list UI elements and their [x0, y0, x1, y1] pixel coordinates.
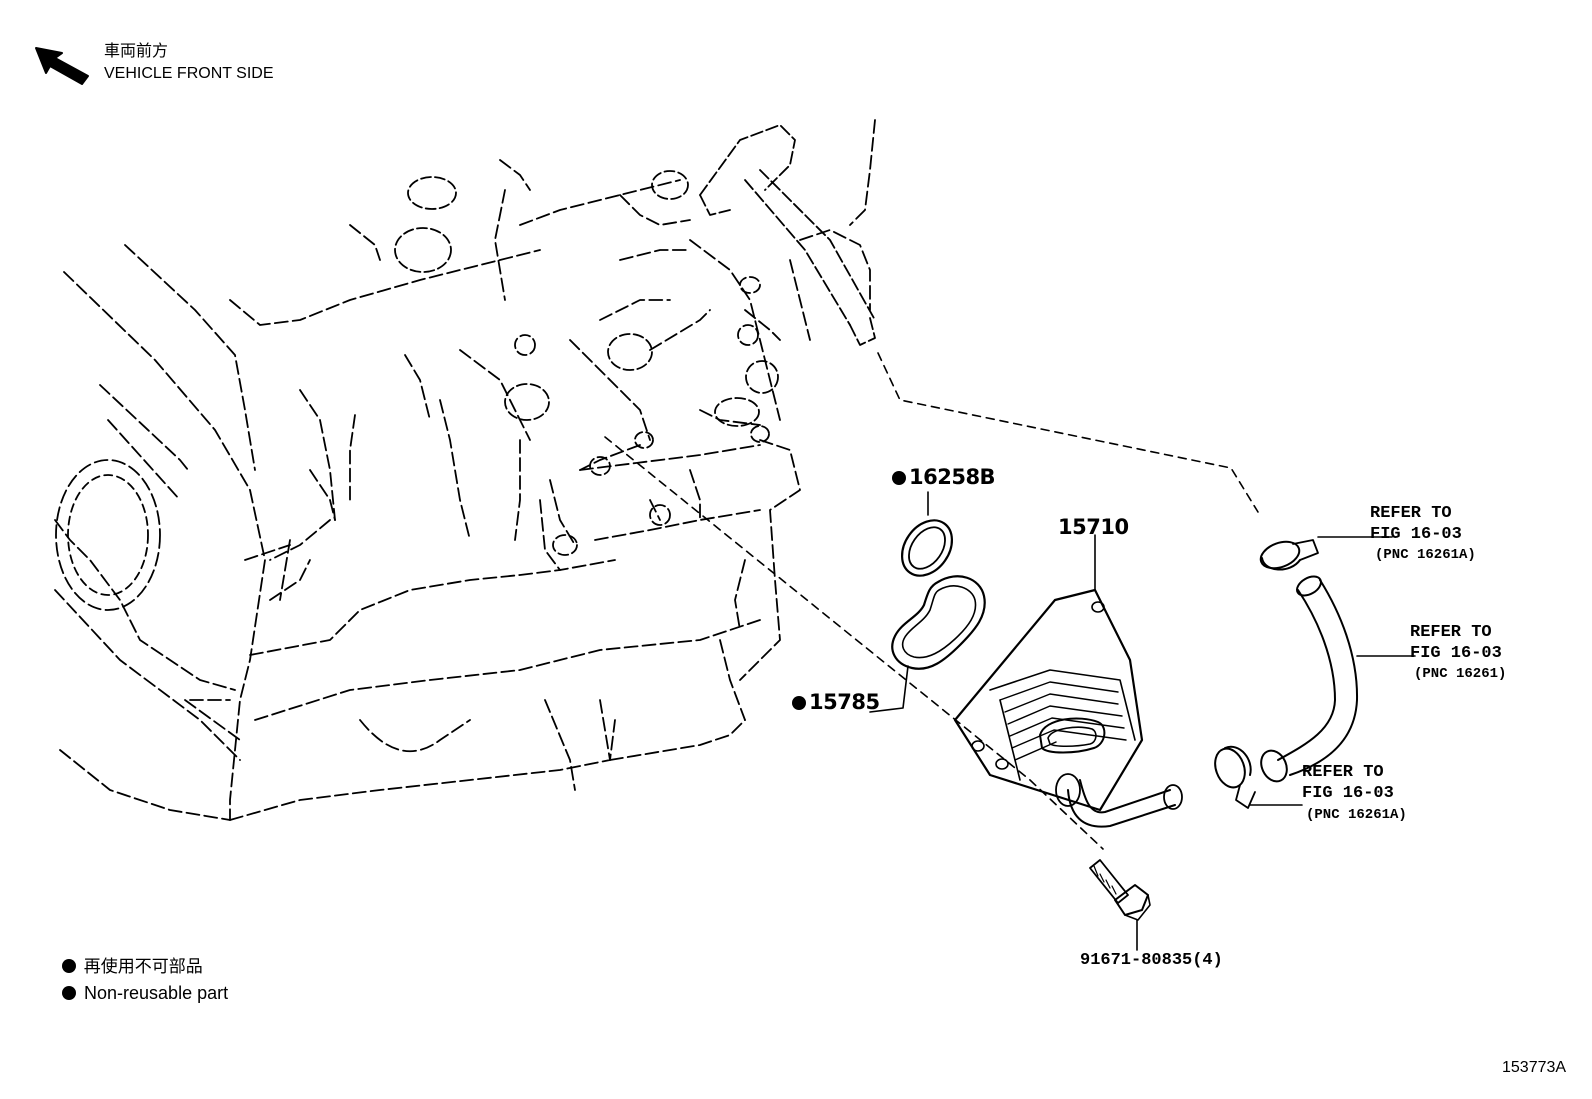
- legend-english: Non-reusable part: [62, 984, 228, 1002]
- reference-1-line3: (PNC 16261A): [1375, 547, 1476, 563]
- orientation-label-japanese: 車両前方: [104, 43, 169, 60]
- reference-1-line1: REFER TO: [1370, 504, 1452, 523]
- non-reusable-marker-icon: [792, 696, 806, 710]
- hose-clamp-lower: [1214, 745, 1303, 809]
- assembly-leader-lines: [604, 352, 1259, 850]
- flange-bolt: [1089, 859, 1151, 951]
- orientation-label-english: VEHICLE FRONT SIDE: [104, 65, 274, 82]
- part-label-15710[interactable]: 15710: [1058, 515, 1129, 539]
- reference-3-line3: (PNC 16261A): [1306, 807, 1407, 823]
- water-hose: [1260, 575, 1416, 783]
- engine-water-pipe: [699, 124, 876, 346]
- filled-circle-icon: [62, 959, 76, 973]
- part-label-15785[interactable]: 15785: [792, 692, 880, 713]
- reference-1-line2[interactable]: FIG 16-03: [1370, 525, 1462, 544]
- o-ring-gasket: [900, 491, 954, 577]
- part-label-bolt[interactable]: 91671-80835(4): [1080, 951, 1223, 970]
- engine-block-outline: [54, 119, 876, 821]
- engine-ports: [394, 170, 779, 556]
- cooler-gasket: [869, 575, 986, 713]
- part-label-16258b[interactable]: 16258B: [892, 467, 996, 488]
- hose-clamp-upper: [1259, 536, 1393, 571]
- non-reusable-marker-icon: [892, 471, 906, 485]
- reference-3-line2[interactable]: FIG 16-03: [1302, 784, 1394, 803]
- reference-2-line3: (PNC 16261): [1414, 666, 1507, 682]
- reference-3-line1: REFER TO: [1302, 763, 1384, 782]
- oil-cooler: [953, 534, 1183, 828]
- legend-japanese: 再使用不可部品: [62, 958, 203, 975]
- illustration-number: 153773A: [1502, 1059, 1567, 1076]
- filled-circle-icon: [62, 986, 76, 1000]
- reference-2-line2[interactable]: FIG 16-03: [1410, 644, 1502, 663]
- arrow-up-left-icon: [35, 47, 89, 85]
- reference-2-line1: REFER TO: [1410, 623, 1492, 642]
